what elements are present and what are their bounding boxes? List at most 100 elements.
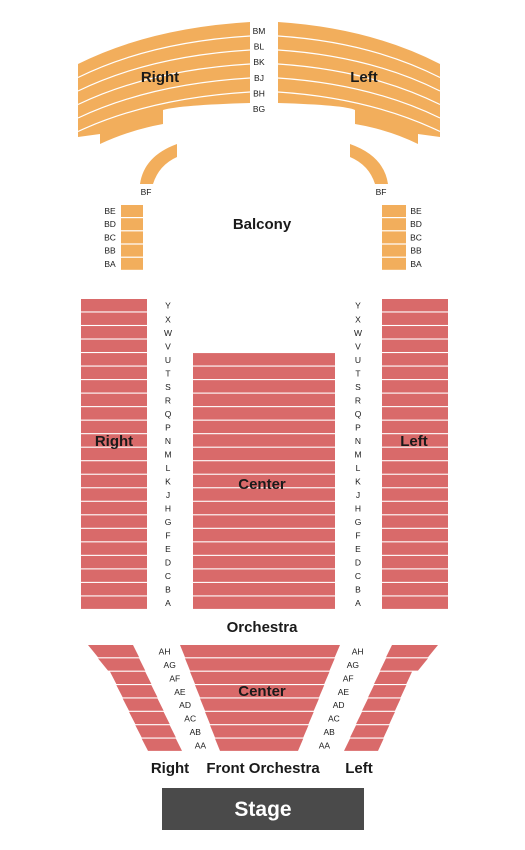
orchestra-center-row[interactable]	[193, 461, 335, 474]
orchestra-left-row[interactable]	[382, 555, 448, 569]
orchestra-right-row[interactable]	[81, 569, 147, 582]
balcony-side-row[interactable]	[121, 231, 143, 244]
orchestra-center-row[interactable]	[193, 434, 335, 447]
front-right-row[interactable]	[116, 685, 158, 698]
front-left-row[interactable]	[356, 711, 395, 725]
orchestra-left-row[interactable]	[382, 501, 448, 515]
orchestra-right-row[interactable]	[81, 366, 147, 380]
front-left-row[interactable]	[362, 698, 401, 711]
front-center-row[interactable]	[200, 698, 319, 711]
front-right-row[interactable]	[110, 671, 152, 685]
balcony-side-row[interactable]	[382, 205, 406, 217]
orchestra-center-seating[interactable]	[193, 353, 335, 609]
front-left-row[interactable]	[386, 645, 438, 658]
front-center-row[interactable]	[210, 725, 309, 738]
front-left-row[interactable]	[380, 658, 428, 671]
orchestra-left-row[interactable]	[382, 488, 448, 501]
front-left-row[interactable]	[350, 725, 390, 738]
balcony-side-row[interactable]	[382, 257, 406, 270]
orchestra-right-seating[interactable]	[81, 299, 147, 609]
front-right-row[interactable]	[122, 698, 164, 711]
orchestra-right-row[interactable]	[81, 596, 147, 609]
front-left-row[interactable]	[368, 685, 407, 698]
orchestra-center-row[interactable]	[193, 515, 335, 528]
orchestra-left-row[interactable]	[382, 461, 448, 474]
orchestra-center-row[interactable]	[193, 447, 335, 461]
orchestra-center-row[interactable]	[193, 542, 335, 555]
orchestra-center-row[interactable]	[193, 569, 335, 582]
orchestra-left-row[interactable]	[382, 474, 448, 488]
orchestra-right-row[interactable]	[81, 474, 147, 488]
balcony-left-seating[interactable]	[278, 22, 440, 144]
orchestra-right-row[interactable]	[81, 326, 147, 339]
balcony-side-row[interactable]	[382, 244, 406, 257]
orchestra-left-row[interactable]	[382, 528, 448, 542]
orchestra-left-row[interactable]	[382, 515, 448, 528]
orchestra-center-row[interactable]	[193, 488, 335, 501]
front-orchestra-left-seating[interactable]	[344, 645, 438, 751]
orchestra-right-row[interactable]	[81, 582, 147, 596]
orchestra-left-row[interactable]	[382, 569, 448, 582]
front-left-row[interactable]	[374, 671, 412, 685]
orchestra-left-row[interactable]	[382, 380, 448, 393]
orchestra-right-row[interactable]	[81, 447, 147, 461]
front-right-row[interactable]	[141, 738, 182, 751]
orchestra-left-row[interactable]	[382, 366, 448, 380]
orchestra-right-row[interactable]	[81, 528, 147, 542]
orchestra-left-row[interactable]	[382, 393, 448, 407]
front-center-row[interactable]	[185, 658, 335, 671]
orchestra-left-row[interactable]	[382, 420, 448, 434]
orchestra-left-row[interactable]	[382, 339, 448, 352]
orchestra-left-row[interactable]	[382, 542, 448, 555]
balcony-side-row[interactable]	[382, 218, 406, 231]
orchestra-left-row[interactable]	[382, 353, 448, 366]
balcony-side-row[interactable]	[121, 244, 143, 257]
orchestra-right-row[interactable]	[81, 542, 147, 555]
front-center-row[interactable]	[180, 645, 340, 658]
orchestra-right-row[interactable]	[81, 555, 147, 569]
orchestra-right-row[interactable]	[81, 407, 147, 420]
front-right-row[interactable]	[129, 711, 170, 725]
orchestra-right-row[interactable]	[81, 312, 147, 325]
orchestra-left-row[interactable]	[382, 596, 448, 609]
orchestra-left-row[interactable]	[382, 434, 448, 447]
orchestra-center-row[interactable]	[193, 366, 335, 380]
orchestra-center-row[interactable]	[193, 596, 335, 609]
orchestra-right-row[interactable]	[81, 488, 147, 501]
orchestra-right-row[interactable]	[81, 461, 147, 474]
balcony-side-row[interactable]	[382, 231, 406, 244]
orchestra-center-row[interactable]	[193, 353, 335, 366]
balcony-box-left[interactable]	[350, 144, 388, 184]
orchestra-center-row[interactable]	[193, 407, 335, 420]
orchestra-left-row[interactable]	[382, 407, 448, 420]
orchestra-right-row[interactable]	[81, 420, 147, 434]
orchestra-left-row[interactable]	[382, 299, 448, 312]
orchestra-right-row[interactable]	[81, 515, 147, 528]
orchestra-left-row[interactable]	[382, 582, 448, 596]
front-orchestra-center-seating[interactable]	[180, 645, 340, 751]
orchestra-center-row[interactable]	[193, 528, 335, 542]
front-left-row[interactable]	[344, 738, 384, 751]
orchestra-center-row[interactable]	[193, 420, 335, 434]
front-center-row[interactable]	[205, 711, 314, 725]
front-center-row[interactable]	[215, 738, 304, 751]
orchestra-right-row[interactable]	[81, 393, 147, 407]
orchestra-left-row[interactable]	[382, 447, 448, 461]
front-right-row[interactable]	[88, 645, 140, 658]
balcony-side-row[interactable]	[121, 218, 143, 231]
orchestra-center-row[interactable]	[193, 380, 335, 393]
orchestra-right-row[interactable]	[81, 353, 147, 366]
front-orchestra-right-seating[interactable]	[88, 645, 182, 751]
orchestra-right-row[interactable]	[81, 380, 147, 393]
balcony-side-row[interactable]	[121, 257, 143, 270]
orchestra-center-row[interactable]	[193, 555, 335, 569]
front-center-row[interactable]	[190, 671, 330, 685]
orchestra-left-row[interactable]	[382, 326, 448, 339]
orchestra-right-row[interactable]	[81, 339, 147, 352]
balcony-box-right[interactable]	[140, 144, 177, 184]
balcony-right-seating[interactable]	[78, 22, 250, 144]
orchestra-left-row[interactable]	[382, 312, 448, 325]
orchestra-left-seating[interactable]	[382, 299, 448, 609]
